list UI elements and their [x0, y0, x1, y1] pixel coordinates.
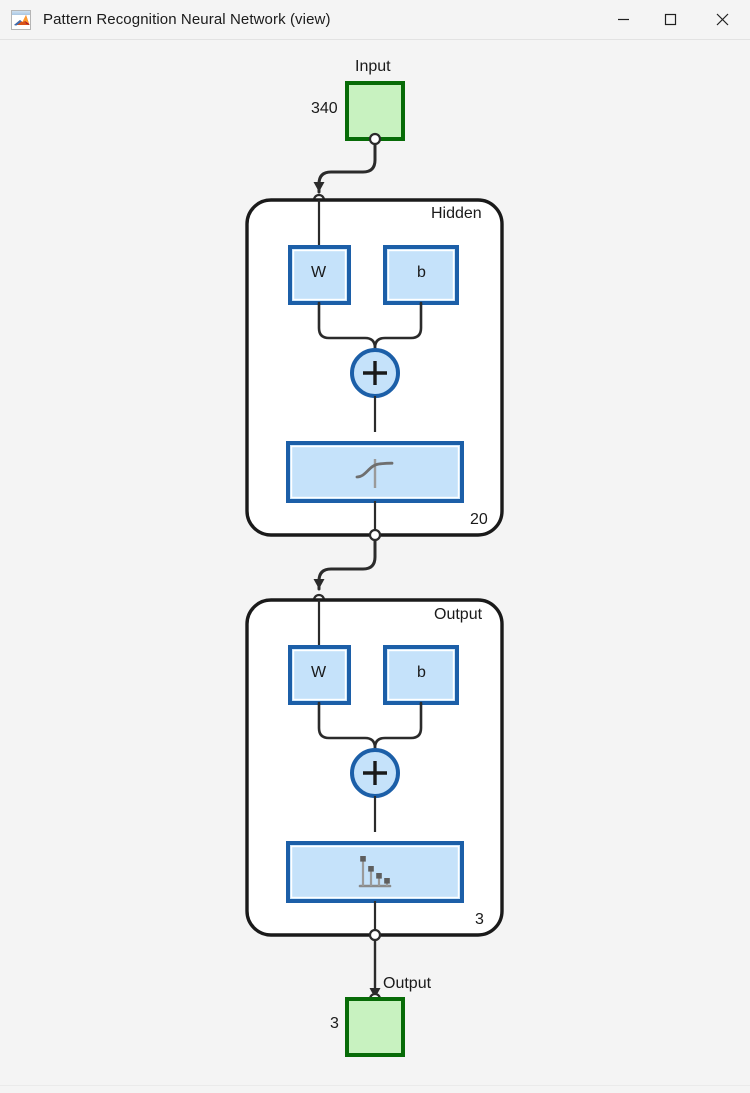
wire-output-to-outputblock: [368, 928, 382, 1006]
input-block[interactable]: [345, 81, 405, 141]
hidden-bias-label: b: [417, 264, 426, 281]
minimize-button[interactable]: [600, 0, 647, 40]
output-bias-label: b: [417, 664, 426, 681]
hidden-sum-node[interactable]: [350, 348, 400, 398]
output-bias-block[interactable]: [383, 645, 459, 705]
network-diagram-svg: [245, 81, 504, 1057]
output-block-label: Output: [383, 975, 432, 992]
input-block-label: Input: [355, 58, 391, 75]
output-weight-block[interactable]: [288, 645, 351, 705]
close-button[interactable]: [694, 0, 750, 40]
input-size-label: 340: [311, 100, 338, 117]
output-layer-name: Output: [434, 606, 483, 623]
output-weight-label: W: [311, 664, 327, 681]
hidden-transfer-function-block[interactable]: [286, 441, 464, 503]
window-titlebar: Pattern Recognition Neural Network (view…: [0, 0, 750, 40]
hidden-layer-group[interactable]: [245, 198, 504, 537]
softmax-bars-icon: [358, 856, 392, 888]
matlab-icon: [11, 9, 31, 30]
output-layer-size: 3: [475, 911, 484, 928]
wire-hidden-to-output: [312, 528, 382, 607]
network-diagram-canvas[interactable]: Input 340 Hidden 20 W b Output 3 W b Out…: [0, 40, 750, 1085]
output-block[interactable]: [345, 997, 405, 1057]
output-size-label: 3: [330, 1015, 339, 1032]
window-controls: [600, 0, 750, 40]
tansig-sigmoid-icon: [355, 459, 394, 488]
hidden-layer-name: Hidden: [431, 205, 482, 222]
hidden-layer-size: 20: [470, 511, 488, 528]
output-transfer-function-block[interactable]: [286, 841, 464, 903]
hidden-bias-block[interactable]: [383, 245, 459, 305]
output-layer-group[interactable]: [245, 598, 504, 937]
output-sum-node[interactable]: [350, 748, 400, 798]
status-bar: [0, 1085, 750, 1093]
hidden-weight-block[interactable]: [288, 245, 351, 305]
window-title: Pattern Recognition Neural Network (view…: [43, 11, 331, 28]
hidden-weight-label: W: [311, 264, 327, 281]
maximize-button[interactable]: [647, 0, 694, 40]
wire-input-to-hidden: [312, 132, 382, 207]
